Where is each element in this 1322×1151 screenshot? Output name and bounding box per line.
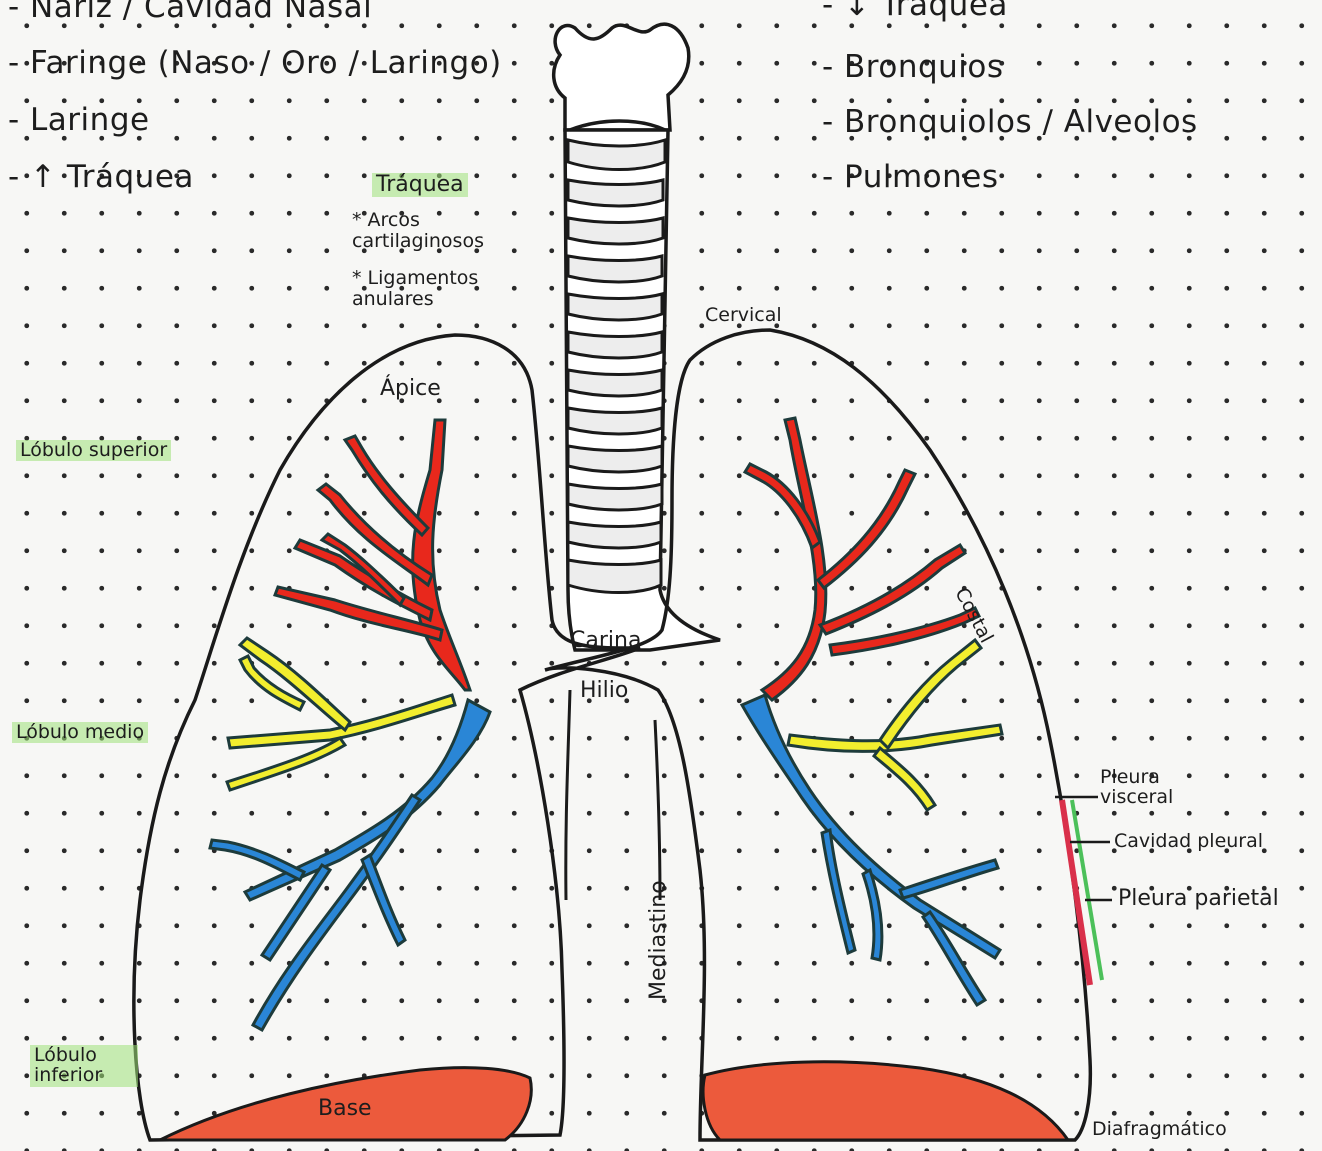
right-lung-outline	[134, 335, 640, 1140]
lower-airway-item-bronchioles: - Bronquiolos / Alveolos	[822, 107, 1198, 138]
upper-airway-item-pharynx: - Faringe (Naso / Oro / Laringo)	[8, 48, 502, 79]
lower-airway-item-lungs: - Pulmones	[822, 162, 998, 193]
larynx	[554, 24, 689, 130]
label-pleura-visceral: Pleura visceral	[1100, 768, 1210, 808]
label-diaphragmatic: Diafragmático	[1092, 1120, 1227, 1139]
lobe-middle-label: Lóbulo medio	[12, 722, 148, 743]
right-lower-bronchi	[210, 700, 490, 1030]
left-lingular-bronchi	[788, 640, 1002, 810]
lower-airway-item-bronchi: - Bronquios	[822, 52, 1004, 83]
label-pleura-parietal: Pleura parietal	[1118, 888, 1279, 910]
upper-airway-item-nose: - Nariz / Cavidad Nasal	[8, 0, 372, 23]
right-middle-bronchi	[227, 638, 455, 790]
label-hilum: Hilio	[580, 680, 628, 702]
label-apex: Ápice	[380, 378, 441, 400]
left-upper-bronchi	[745, 418, 979, 700]
upper-airway-item-larynx: - Laringe	[8, 105, 150, 136]
label-pleural-cavity: Cavidad pleural	[1114, 832, 1263, 851]
left-lung-base	[703, 1062, 1068, 1140]
label-carina: Carina	[570, 630, 641, 652]
lobe-inferior-label: Lóbulo inferior	[30, 1045, 138, 1087]
trachea-note-item-ligaments: * Ligamentos anulares	[352, 268, 532, 310]
lower-airway-item-trachea: - ↓ Tráquea	[822, 0, 1008, 21]
label-cervical: Cervical	[705, 306, 782, 325]
label-base: Base	[318, 1098, 372, 1120]
right-upper-bronchi	[275, 420, 470, 690]
trachea-note-item-arches: * Arcos cartilaginosos	[352, 210, 552, 252]
upper-airway-item-trachea: - ↑ Tráquea	[8, 162, 194, 193]
lobe-superior-label: Lóbulo superior	[16, 440, 171, 461]
trachea-note-title: Tráquea	[372, 173, 468, 197]
label-mediastinum: Mediastino	[648, 880, 670, 1000]
